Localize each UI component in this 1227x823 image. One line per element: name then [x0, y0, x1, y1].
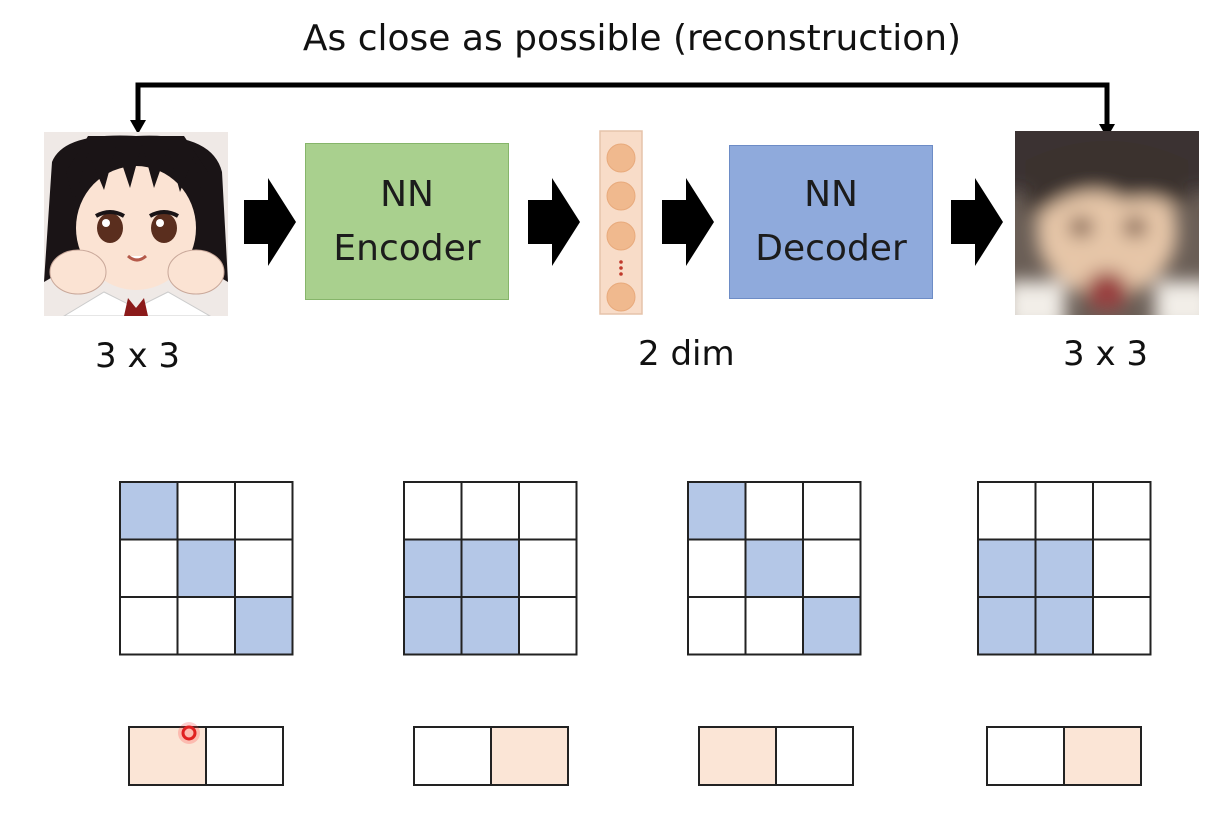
grid-cell-empty	[518, 596, 578, 656]
example-code-1	[128, 726, 284, 786]
grid-cell-empty	[403, 481, 463, 541]
grid-cell-filled	[977, 538, 1037, 598]
decoder-label-line2: Decoder	[755, 228, 907, 269]
grid-cell-filled	[234, 596, 294, 656]
grid-cell-empty	[1092, 481, 1152, 541]
grid-cell-filled	[802, 596, 862, 656]
arrow-input-to-encoder	[244, 178, 296, 266]
example-grid-2	[403, 481, 578, 656]
reconstructed-image	[1015, 131, 1199, 315]
grid-cell-filled	[460, 596, 520, 656]
grid-cell-empty	[802, 481, 862, 541]
ellipsis-dot	[619, 266, 623, 270]
grid-cell-empty	[744, 596, 804, 656]
ellipsis-dot	[619, 272, 623, 276]
grid-cell-filled	[744, 538, 804, 598]
grid-cell-empty	[1034, 481, 1094, 541]
example-code-3	[698, 726, 854, 786]
grid-cell-filled	[176, 538, 236, 598]
nn-decoder-box: NN Decoder	[729, 145, 933, 299]
grid-cell-empty	[687, 596, 747, 656]
example-grid-4	[977, 481, 1152, 656]
output-size-label: 3 x 3	[1063, 334, 1148, 374]
nn-encoder-box: NN Encoder	[305, 143, 509, 300]
input-size-label: 3 x 3	[95, 336, 180, 376]
grid-cell-empty	[1092, 538, 1152, 598]
grid-cell-filled	[977, 596, 1037, 656]
slide-title: As close as possible (reconstruction)	[302, 18, 962, 59]
example-grid-3	[687, 481, 862, 656]
code-cell-filled	[698, 726, 777, 786]
code-neuron	[606, 221, 636, 251]
decoder-label-line1: NN	[804, 174, 858, 215]
code-neuron	[606, 282, 636, 312]
grid-cell-filled	[1034, 596, 1094, 656]
code-neuron	[606, 181, 636, 211]
ellipsis-dot	[619, 260, 623, 264]
grid-cell-filled	[119, 481, 179, 541]
code-cell-filled	[1063, 726, 1142, 786]
grid-cell-empty	[234, 481, 294, 541]
arrow-decoder-to-output	[951, 178, 1003, 266]
code-size-label: 2 dim	[638, 334, 735, 374]
example-code-2	[413, 726, 569, 786]
code-cell-empty	[775, 726, 854, 786]
cursor-pointer-dot	[178, 722, 200, 744]
grid-cell-filled	[403, 596, 463, 656]
code-cell-empty	[986, 726, 1065, 786]
code-vector	[599, 130, 643, 315]
grid-cell-empty	[234, 538, 294, 598]
grid-cell-empty	[176, 481, 236, 541]
grid-cell-empty	[119, 538, 179, 598]
example-code-4	[986, 726, 1142, 786]
grid-cell-empty	[176, 596, 236, 656]
code-cell-empty	[205, 726, 284, 786]
grid-cell-empty	[460, 481, 520, 541]
grid-cell-empty	[687, 538, 747, 598]
grid-cell-empty	[119, 596, 179, 656]
grid-cell-empty	[802, 538, 862, 598]
grid-cell-filled	[403, 538, 463, 598]
code-neuron	[606, 143, 636, 173]
grid-cell-empty	[518, 538, 578, 598]
arrow-encoder-to-code	[528, 178, 580, 266]
code-cell-filled	[490, 726, 569, 786]
grid-cell-empty	[518, 481, 578, 541]
code-cell-empty	[413, 726, 492, 786]
grid-cell-filled	[1034, 538, 1094, 598]
grid-cell-filled	[687, 481, 747, 541]
encoder-label-line2: Encoder	[333, 227, 481, 269]
example-grid-1	[119, 481, 294, 656]
arrow-code-to-decoder	[662, 178, 714, 266]
grid-cell-filled	[460, 538, 520, 598]
encoder-label-line1: NN	[380, 173, 434, 215]
input-image	[44, 132, 228, 316]
grid-cell-empty	[977, 481, 1037, 541]
grid-cell-empty	[744, 481, 804, 541]
grid-cell-empty	[1092, 596, 1152, 656]
